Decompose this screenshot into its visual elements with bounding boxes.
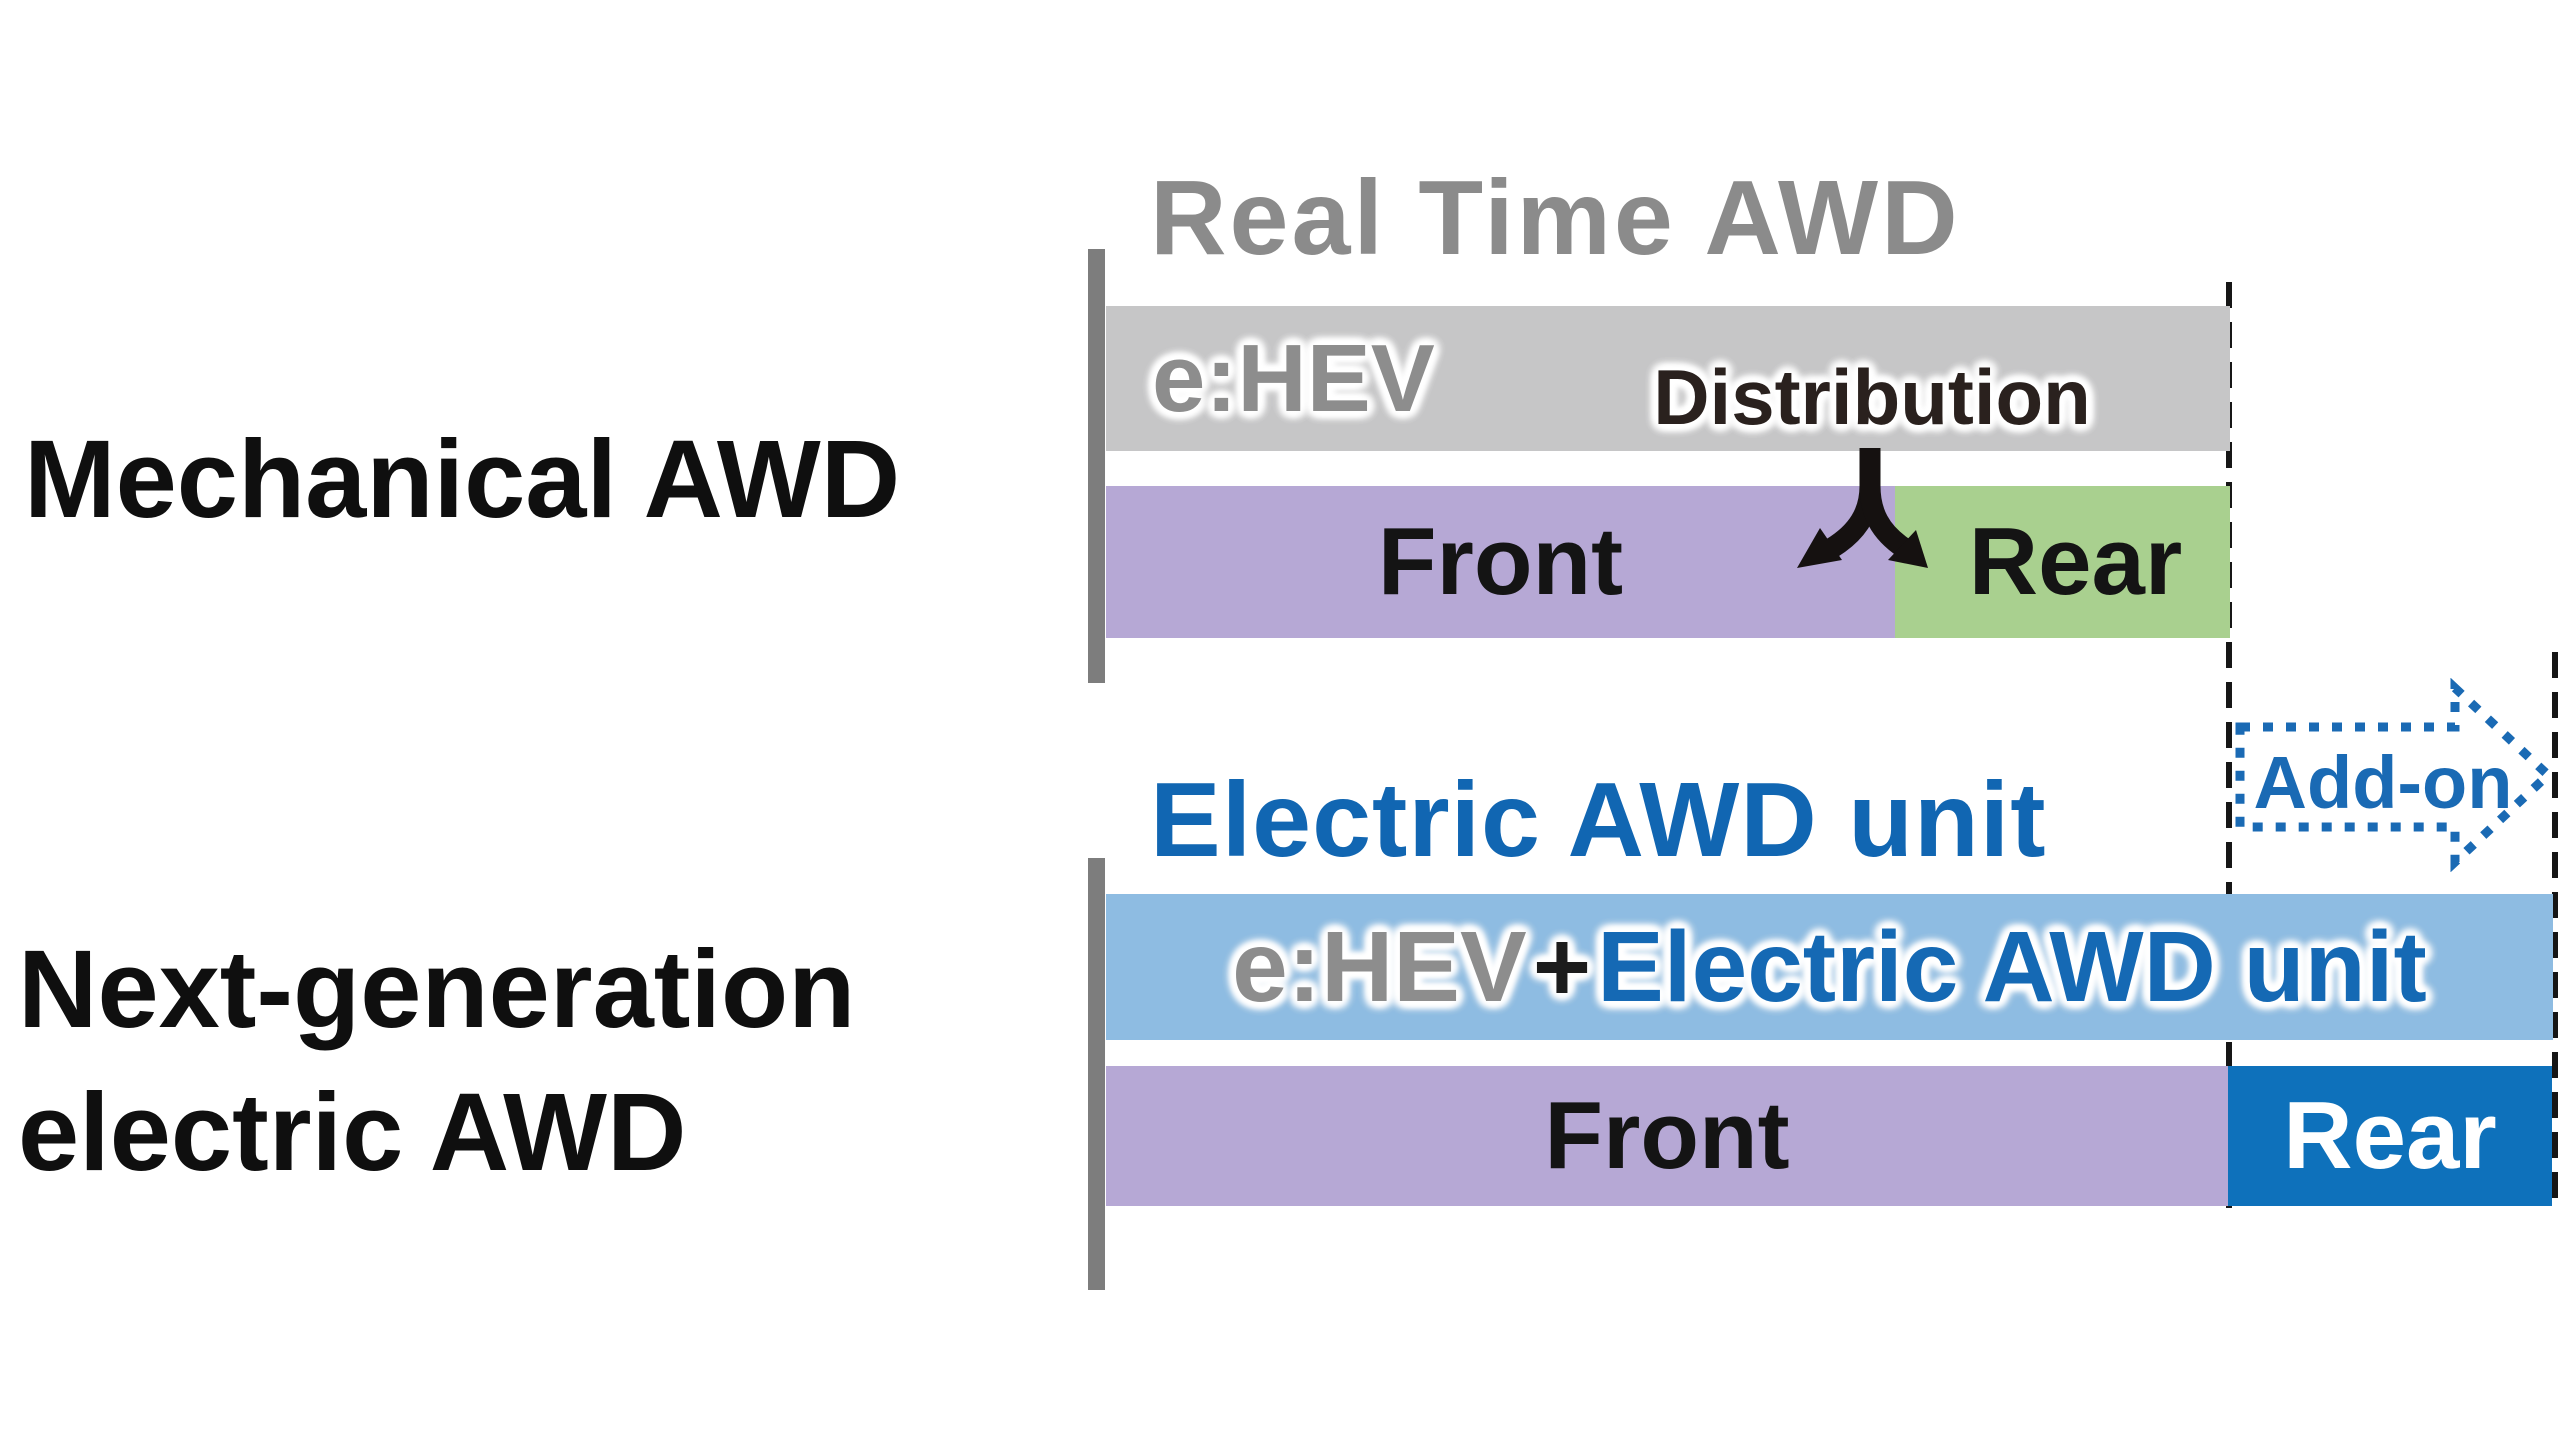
add-on-arrow-icon — [2235, 678, 2555, 872]
electric-awd-unit-label: Electric AWD unit — [1597, 910, 2427, 1023]
mechanical-rear-axle-segment: Rear — [1895, 486, 2230, 638]
front-label-bottom: Front — [1544, 1082, 1790, 1189]
ehev-label-top: e:HEV — [1152, 324, 1435, 432]
electric-system-bar: e:HEV + Electric AWD unit — [1106, 894, 2553, 1040]
real-time-awd-heading: Real Time AWD — [1150, 159, 1961, 277]
mechanical-awd-label: Mechanical AWD — [24, 418, 901, 541]
electric-awd-unit-heading: Electric AWD unit — [1150, 761, 2047, 879]
electric-front-axle-segment: Front — [1106, 1066, 2228, 1206]
electric-rear-axle-segment: Rear — [2228, 1066, 2552, 1206]
mechanical-system-bar: e:HEV — [1106, 306, 2230, 451]
next-generation-line2: electric AWD — [18, 1071, 687, 1194]
next-generation-electric-awd-label: Next-generation electric AWD — [18, 918, 855, 1204]
top-section-wall — [1088, 249, 1105, 683]
front-label-top: Front — [1377, 508, 1624, 615]
add-on-label: Add-on — [2253, 741, 2513, 824]
bottom-section-wall — [1088, 858, 1105, 1290]
rear-label-top: Rear — [1968, 508, 2183, 615]
ehev-label-bottom: e:HEV — [1232, 910, 1527, 1023]
plus-sign: + — [1532, 910, 1592, 1023]
next-generation-line1: Next-generation — [18, 928, 856, 1051]
rear-label-bottom: Rear — [2283, 1082, 2497, 1189]
distribution-label: Distribution — [1653, 353, 2091, 441]
rear-axle-boundary-dashed-line — [2226, 282, 2232, 1208]
mechanical-front-axle-segment: Front — [1106, 486, 1895, 638]
addon-outer-boundary-dashed-line — [2552, 652, 2558, 1208]
distribution-split-arrow-icon — [1797, 448, 1928, 568]
